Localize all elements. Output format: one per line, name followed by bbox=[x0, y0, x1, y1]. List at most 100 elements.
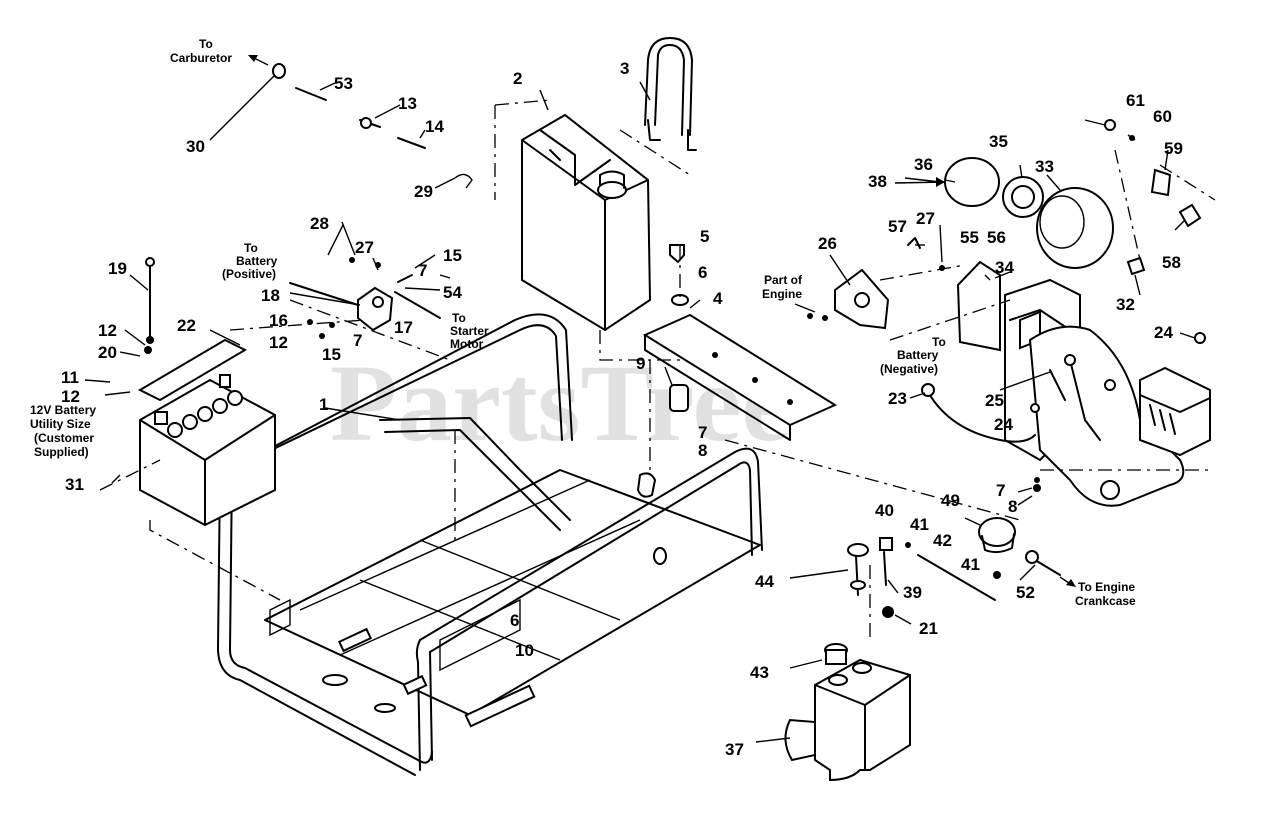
callout-58: 58 bbox=[1162, 253, 1181, 272]
note-batpos-3: (Positive) bbox=[222, 267, 276, 281]
note-starter-2: Starter bbox=[450, 324, 489, 338]
callout-21: 21 bbox=[919, 619, 938, 638]
callout-14: 14 bbox=[425, 117, 444, 136]
note-engine-2: Engine bbox=[762, 287, 802, 301]
battery-part bbox=[139, 374, 276, 527]
callout-6a: 6 bbox=[698, 263, 707, 282]
callout-23: 23 bbox=[888, 389, 907, 408]
direction-arrows bbox=[248, 55, 1076, 587]
frame-part bbox=[217, 313, 763, 776]
callout-54: 54 bbox=[443, 283, 462, 302]
callout-61: 61 bbox=[1126, 91, 1145, 110]
callout-39: 39 bbox=[903, 583, 922, 602]
callout-41b: 41 bbox=[961, 555, 980, 574]
callout-leaders bbox=[84, 74, 1196, 743]
callout-60: 60 bbox=[1153, 107, 1172, 126]
callout-52: 52 bbox=[1016, 583, 1035, 602]
callout-17: 17 bbox=[394, 318, 413, 337]
callout-44: 44 bbox=[755, 572, 774, 591]
callout-10: 10 bbox=[515, 641, 534, 660]
callout-7d: 7 bbox=[996, 481, 1005, 500]
callout-4: 4 bbox=[713, 289, 723, 308]
callout-57: 57 bbox=[888, 217, 907, 236]
callout-20: 20 bbox=[98, 343, 117, 362]
callout-28: 28 bbox=[310, 214, 329, 233]
callout-7a: 7 bbox=[418, 261, 427, 280]
callout-15a: 15 bbox=[443, 246, 462, 265]
callout-5: 5 bbox=[700, 227, 709, 246]
callout-13: 13 bbox=[398, 94, 417, 113]
solenoid-part bbox=[289, 257, 441, 339]
fuel-tank-part bbox=[521, 113, 652, 332]
callout-37: 37 bbox=[725, 740, 744, 759]
callout-35: 35 bbox=[989, 132, 1008, 151]
engine-side-assembly bbox=[807, 119, 1211, 507]
callout-12a: 12 bbox=[98, 321, 117, 340]
callout-24b: 24 bbox=[994, 415, 1013, 434]
callout-22: 22 bbox=[177, 316, 196, 335]
callout-3: 3 bbox=[620, 59, 629, 78]
callout-27a: 27 bbox=[355, 238, 374, 257]
callout-38: 38 bbox=[868, 172, 887, 191]
callout-27b: 27 bbox=[916, 209, 935, 228]
callout-41a: 41 bbox=[910, 515, 929, 534]
note-battery-4: Supplied) bbox=[34, 445, 89, 459]
callout-8a: 8 bbox=[698, 441, 707, 460]
note-battery-1: 12V Battery bbox=[30, 403, 96, 417]
callout-25: 25 bbox=[985, 391, 1004, 410]
callout-6b: 6 bbox=[510, 611, 519, 630]
callout-32: 32 bbox=[1116, 295, 1135, 314]
callout-59: 59 bbox=[1164, 139, 1183, 158]
container-part bbox=[784, 517, 1061, 782]
callout-7b: 7 bbox=[353, 331, 362, 350]
tank-strap-part bbox=[644, 37, 697, 151]
callout-16: 16 bbox=[269, 311, 288, 330]
note-labels: To Carburetor To Battery (Positive) To S… bbox=[30, 37, 1136, 608]
note-carb-2: Carburetor bbox=[170, 51, 232, 65]
callout-29: 29 bbox=[414, 182, 433, 201]
callout-1: 1 bbox=[319, 395, 328, 414]
callout-42: 42 bbox=[933, 531, 952, 550]
note-crank-1: To Engine bbox=[1078, 580, 1135, 594]
callout-7c: 7 bbox=[698, 423, 707, 442]
callout-36: 36 bbox=[914, 155, 933, 174]
part-callouts: 1 2 3 4 5 6 6 7 7 7 7 8 8 9 10 11 12 12 … bbox=[61, 59, 1183, 759]
note-starter-1: To bbox=[452, 311, 466, 325]
callout-33: 33 bbox=[1035, 157, 1054, 176]
note-battery-2: Utility Size bbox=[30, 417, 91, 431]
callout-34: 34 bbox=[995, 258, 1014, 277]
callout-8b: 8 bbox=[1008, 497, 1017, 516]
callout-55: 55 bbox=[960, 228, 979, 247]
callout-56: 56 bbox=[987, 228, 1006, 247]
callout-12b: 12 bbox=[61, 387, 80, 406]
callout-24a: 24 bbox=[1154, 323, 1173, 342]
note-engine-1: Part of bbox=[764, 273, 803, 287]
leader-lines bbox=[99, 99, 1216, 640]
callout-30: 30 bbox=[186, 137, 205, 156]
callout-15b: 15 bbox=[322, 345, 341, 364]
callout-26: 26 bbox=[818, 234, 837, 253]
note-crank-2: Crankcase bbox=[1075, 594, 1136, 608]
callout-43: 43 bbox=[750, 663, 769, 682]
callout-19: 19 bbox=[108, 259, 127, 278]
note-batneg-2: Battery bbox=[897, 348, 939, 362]
note-batpos-1: To bbox=[244, 241, 258, 255]
callout-2: 2 bbox=[513, 69, 522, 88]
callout-31: 31 bbox=[65, 475, 84, 494]
battery-strap-part bbox=[137, 338, 248, 402]
note-battery-3: (Customer bbox=[34, 431, 94, 445]
callout-9: 9 bbox=[636, 354, 645, 373]
callout-53: 53 bbox=[334, 74, 353, 93]
note-batneg-3: (Negative) bbox=[880, 362, 938, 376]
fuel-fittings-part bbox=[272, 63, 473, 189]
callout-11: 11 bbox=[61, 368, 79, 387]
callout-40: 40 bbox=[875, 501, 894, 520]
note-batpos-2: Battery bbox=[236, 254, 278, 268]
callout-12c: 12 bbox=[269, 333, 288, 352]
callout-49: 49 bbox=[941, 491, 960, 510]
callout-18: 18 bbox=[261, 286, 280, 305]
note-carb-1: To bbox=[199, 37, 213, 51]
note-starter-3: Motor bbox=[450, 337, 484, 351]
note-batneg-1: To bbox=[932, 335, 946, 349]
